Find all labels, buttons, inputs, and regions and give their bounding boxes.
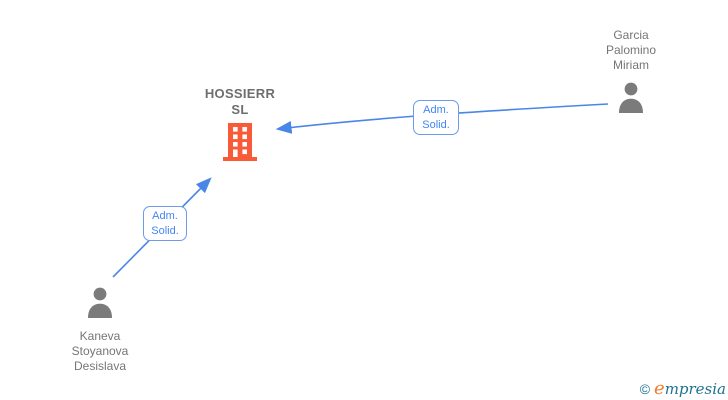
person-name: Kaneva Stoyanova Desislava bbox=[71, 329, 129, 373]
building-icon bbox=[222, 122, 258, 167]
edge-label-adm-solid-right[interactable]: Adm. Solid. bbox=[413, 100, 459, 135]
empresia-logo-initial: e bbox=[654, 378, 665, 399]
empresia-logo: © e mpresia bbox=[639, 378, 726, 399]
copyright-icon: © bbox=[639, 381, 651, 397]
person-icon bbox=[85, 286, 115, 323]
company-name: HOSSIERR SL bbox=[204, 86, 276, 117]
person-node-garcia[interactable]: Garcia Palomino Miriam bbox=[601, 28, 661, 118]
person-name: Garcia Palomino Miriam bbox=[605, 28, 657, 72]
person-icon bbox=[616, 81, 646, 118]
edge-label-adm-solid-left[interactable]: Adm. Solid. bbox=[143, 206, 187, 241]
empresia-logo-text: mpresia bbox=[664, 380, 726, 398]
company-node[interactable]: HOSSIERR SL bbox=[195, 86, 285, 167]
person-node-kaneva[interactable]: Kaneva Stoyanova Desislava bbox=[60, 286, 140, 374]
